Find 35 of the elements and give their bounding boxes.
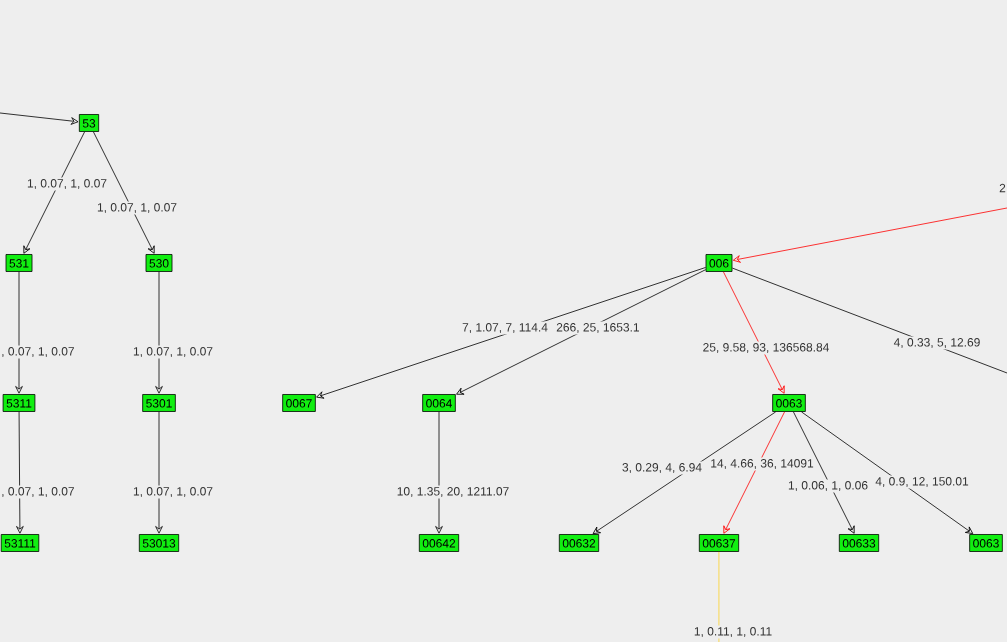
connector-line xyxy=(732,267,1007,374)
node-box: 00642 xyxy=(418,534,460,552)
node-box: 530 xyxy=(145,254,173,272)
node-box: 5311 xyxy=(2,394,36,412)
arrow xyxy=(15,271,23,394)
arrow xyxy=(155,271,163,394)
arrow xyxy=(23,131,85,254)
arrow xyxy=(732,207,1007,263)
node-box: 53111 xyxy=(0,534,40,552)
node-box: 5301 xyxy=(142,394,176,412)
arrow xyxy=(0,112,79,125)
arrow xyxy=(16,411,24,534)
arrow xyxy=(456,269,706,395)
arrow xyxy=(723,411,785,534)
node-box: 0063 xyxy=(969,534,1003,552)
arrow xyxy=(316,267,706,399)
arrow xyxy=(435,411,443,534)
arrow xyxy=(592,411,777,534)
arrow xyxy=(155,411,163,534)
arrow xyxy=(801,411,974,534)
arrow xyxy=(793,411,855,534)
node-box: 006 xyxy=(705,254,733,272)
arrow xyxy=(723,271,785,394)
node-box: 53 xyxy=(78,114,100,132)
connector-line xyxy=(718,551,720,642)
node-box: 00637 xyxy=(698,534,740,552)
node-box: 53013 xyxy=(138,534,180,552)
node-box: 0064 xyxy=(422,394,456,412)
arrow xyxy=(93,131,155,254)
node-box: 0063 xyxy=(772,394,806,412)
node-box: 531 xyxy=(5,254,33,272)
node-box: 00632 xyxy=(558,534,600,552)
edge-label: 2 xyxy=(998,182,1007,194)
node-box: 0067 xyxy=(282,394,316,412)
node-box: 00633 xyxy=(838,534,880,552)
